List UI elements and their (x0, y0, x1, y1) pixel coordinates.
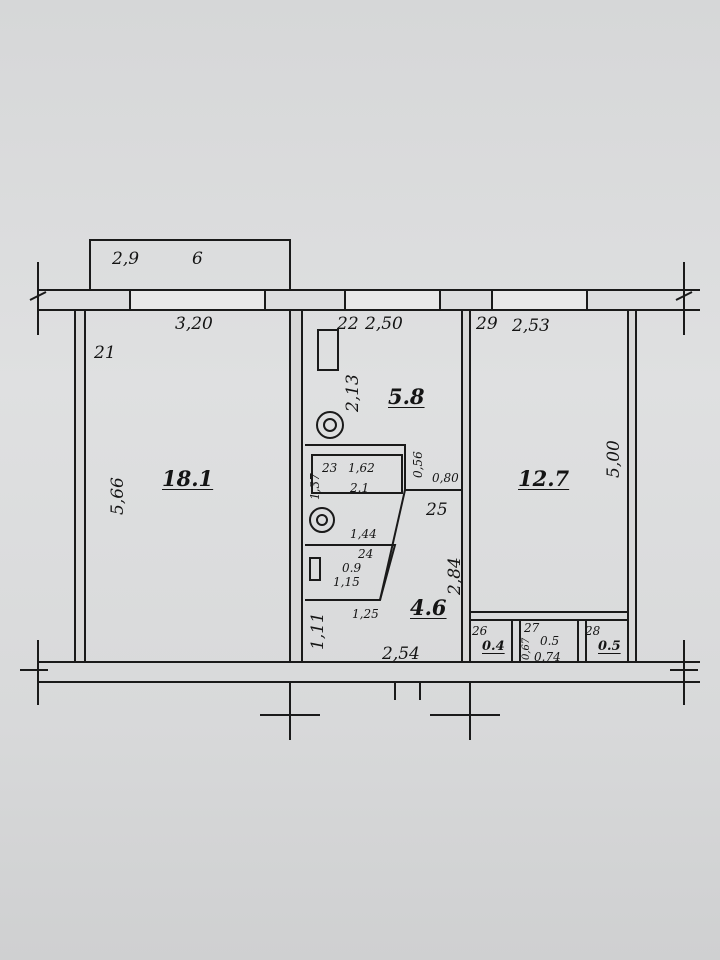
closet-partitions (511, 620, 587, 662)
room-21-number: 21 (94, 343, 116, 363)
room-25-area: 4.6 (410, 595, 447, 620)
room-25-extra2: 1,25 (352, 607, 379, 621)
room-25-length: 2,84 (445, 557, 465, 595)
room-23-area: 2.1 (350, 481, 370, 495)
wall (627, 309, 637, 663)
washbasin (309, 507, 335, 533)
room-27-number: 27 (524, 621, 540, 635)
room-29-area: 12.7 (518, 466, 570, 491)
partition (470, 611, 628, 621)
room-26-area: 0.4 (482, 639, 505, 654)
room-24-number: 24 (358, 547, 374, 561)
room-25-extra1: 0,80 (432, 471, 459, 485)
room-21-width: 3,20 (175, 314, 213, 334)
wall (289, 309, 303, 663)
window (344, 289, 441, 311)
kitchen-sink (316, 411, 344, 439)
room-29-length: 5,00 (604, 440, 624, 478)
room-27-width: 0.74 (534, 650, 561, 664)
room-27-length: 0,67 (521, 637, 532, 660)
room-28-number: 28 (585, 624, 601, 638)
room-29-width: 2,53 (512, 316, 550, 336)
room-21-area: 18.1 (162, 466, 214, 491)
bottom-wall (38, 661, 700, 683)
window (491, 289, 588, 311)
room-23-number: 23 (322, 461, 338, 475)
room-22-number: 22 (337, 314, 359, 334)
entrance-marks (260, 682, 500, 740)
room-25-width: 2,54 (382, 644, 420, 664)
room-22-area: 5.8 (388, 384, 425, 409)
room-22-length: 2,13 (343, 374, 363, 412)
room-27-area: 0.5 (540, 634, 560, 648)
wall-break-marks (20, 640, 698, 705)
room-24-extra: 1,44 (350, 527, 377, 541)
wall-break-marks (29, 262, 693, 335)
room-24-area: 0.9 (342, 561, 362, 575)
balcony-area: 2,9 (112, 249, 140, 269)
toilet-room-outline (305, 544, 397, 601)
room-26-number: 26 (472, 624, 488, 638)
room-24-width: 1,15 (333, 575, 360, 589)
room-25-number: 25 (426, 500, 448, 520)
bathtub (311, 454, 403, 494)
room-23-width: 1,62 (348, 461, 375, 475)
toilet (309, 557, 321, 581)
partition (379, 489, 406, 601)
wall (461, 309, 471, 663)
wall (74, 309, 86, 663)
partition (305, 444, 462, 491)
room-21-length: 5,66 (108, 477, 128, 515)
room-23-length: 1,37 (308, 473, 322, 500)
room-23-extra: 0,56 (411, 451, 425, 478)
window (129, 289, 266, 311)
balcony-number: 6 (192, 249, 203, 269)
room-22-width: 2,50 (365, 314, 403, 334)
room-25-extra3: 1,11 (308, 612, 328, 650)
room-29-number: 29 (476, 314, 498, 334)
room-28-area: 0.5 (598, 639, 621, 654)
stove (317, 329, 339, 371)
